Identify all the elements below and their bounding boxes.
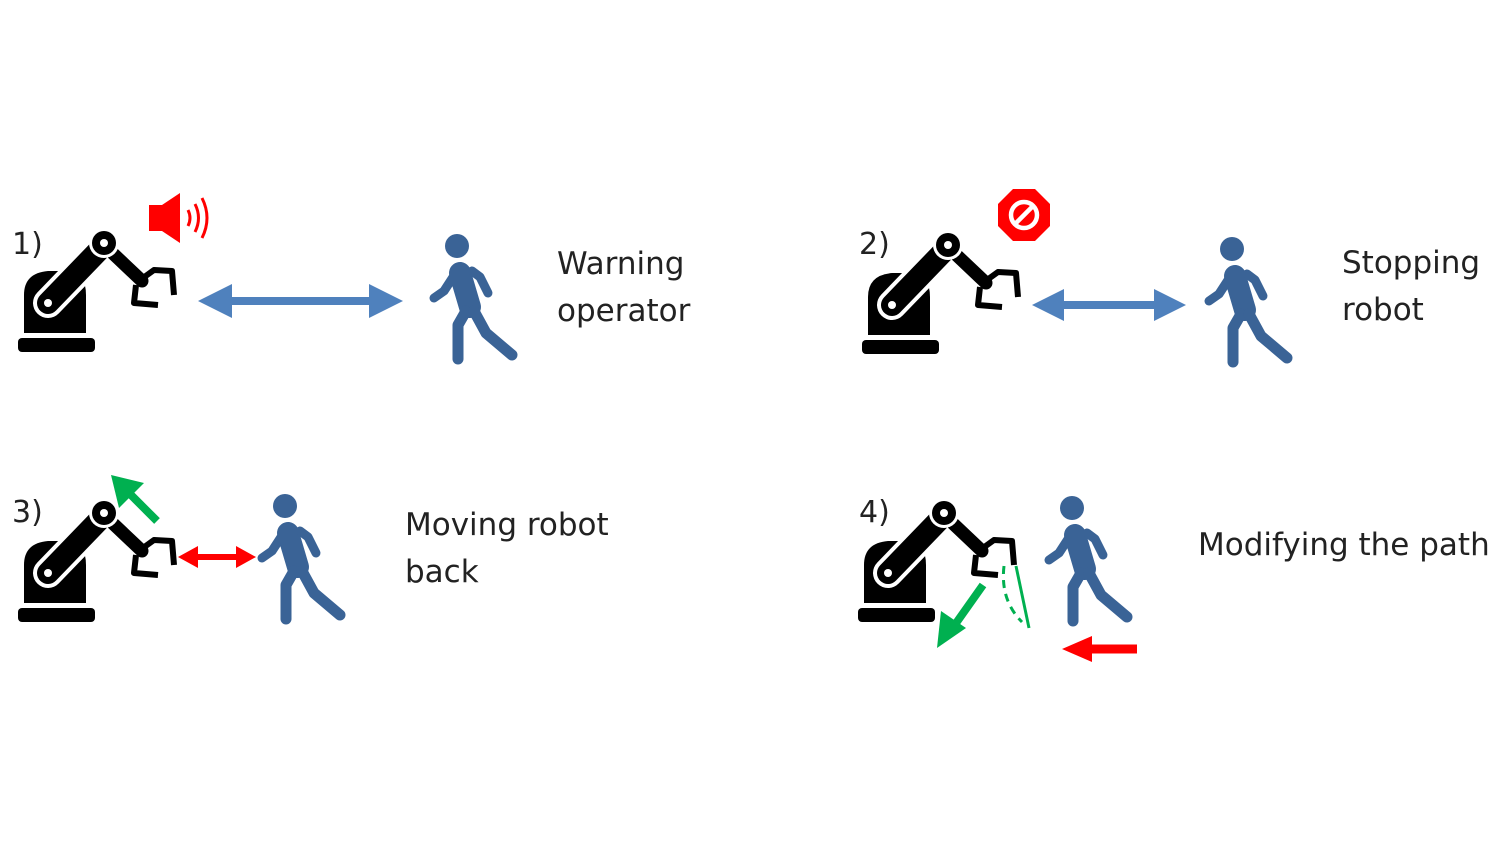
scenario-number: 2) xyxy=(859,227,890,262)
distance-arrow xyxy=(1032,289,1186,321)
label-line: operator xyxy=(557,293,691,329)
label-line: Moving robot xyxy=(405,507,609,543)
label-line: Warning xyxy=(557,246,685,282)
scenario-number: 4) xyxy=(859,495,890,530)
label-line: back xyxy=(405,554,479,590)
green-arrow-icon xyxy=(111,475,160,524)
scenario-number: 3) xyxy=(12,495,43,530)
label-line: Modifying the path xyxy=(1198,527,1490,563)
walking-operator-icon xyxy=(1049,496,1127,621)
walking-operator-icon xyxy=(1209,237,1287,362)
path-arrow-icon xyxy=(937,565,1031,648)
distance-arrow xyxy=(198,284,403,318)
scenario-label: Stopping robot xyxy=(1342,240,1480,334)
red-distance-arrow xyxy=(178,546,256,568)
walking-operator-icon xyxy=(262,494,340,619)
walking-operator-icon xyxy=(434,234,512,359)
scenario-label: Modifying the path xyxy=(1198,522,1490,569)
label-line: robot xyxy=(1342,292,1424,328)
stop-sign-icon xyxy=(998,189,1050,241)
scenario-label: Moving robot back xyxy=(405,502,609,596)
speaker-icon xyxy=(149,193,209,243)
label-line: Stopping xyxy=(1342,245,1481,281)
scenario-label: Warning operator xyxy=(557,241,690,335)
scenario-number: 1) xyxy=(12,227,43,262)
red-left-arrow xyxy=(1062,636,1137,662)
